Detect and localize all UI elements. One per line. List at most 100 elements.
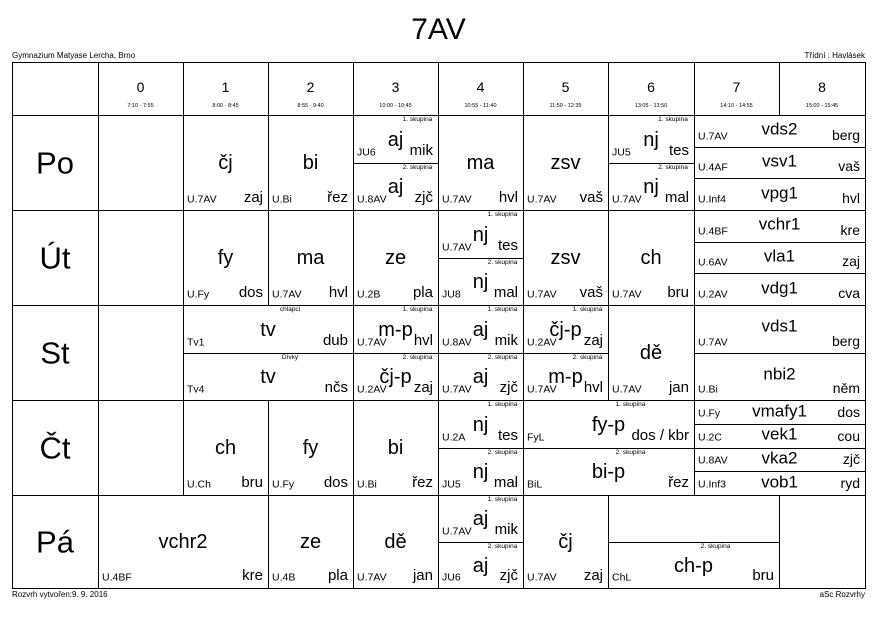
lesson-teacher: dos (238, 284, 263, 301)
lesson-teacher: bru (667, 284, 689, 301)
period-number: 0 (136, 79, 145, 95)
grid-line (12, 210, 866, 211)
grid-line (694, 400, 695, 496)
lesson-teacher: jan (412, 567, 433, 584)
period-time: 11:50 - 12:35 (549, 103, 582, 109)
lesson-subject: ch (214, 436, 237, 459)
lesson-room: U.7AV (442, 383, 472, 396)
lesson-subject: aj (387, 128, 404, 151)
lesson-subject: ma (296, 246, 325, 269)
lesson-teacher: zaj (583, 567, 603, 584)
lesson-group-label: 1. skupina (487, 401, 518, 408)
lesson-subject: vsv1 (762, 151, 797, 171)
grid-line (12, 62, 13, 589)
grid-line (523, 62, 524, 115)
lesson-subject: čj-p (549, 318, 582, 341)
lesson-room: JU8 (442, 288, 461, 301)
lesson-room: U.7AV (187, 193, 217, 206)
period-number: 6 (647, 79, 655, 95)
grid-line (694, 423, 865, 425)
grid-line (353, 162, 438, 164)
lesson-subject: zsv (550, 151, 581, 174)
lesson-subject: fy (302, 436, 319, 459)
generator-name: aSc Rozvrhy (819, 590, 865, 599)
grid-line (523, 115, 524, 211)
lesson-teacher: dos (837, 403, 860, 420)
grid-line (779, 495, 780, 588)
lesson-teacher: dos (323, 474, 348, 491)
lesson-teacher: tes (497, 426, 518, 444)
lesson-group-label: 2. skupina (487, 353, 518, 361)
grid-line (694, 146, 865, 148)
lesson-group-label: 1. skupina (658, 116, 688, 123)
lesson-teacher: zjč (414, 189, 433, 206)
lesson-group-label: 2. skupina (572, 353, 603, 361)
grid-line (12, 115, 866, 116)
lesson-group-label: 1. skupina (572, 306, 603, 313)
grid-line (608, 210, 609, 306)
grid-line (438, 257, 523, 259)
lesson-teacher: řez (412, 474, 433, 491)
lesson-subject: vdg1 (761, 278, 798, 298)
period-number: 7 (732, 79, 741, 95)
grid-line (608, 62, 609, 115)
lesson-room: U.2AV (357, 383, 387, 396)
period-time: 15:00 - 15:45 (805, 103, 839, 109)
grid-line (438, 541, 523, 543)
lesson-teacher: ryd (840, 475, 860, 491)
grid-line (694, 273, 865, 275)
lesson-subject: bi (302, 151, 319, 174)
grid-line (98, 62, 99, 115)
lesson-teacher: kre (242, 567, 263, 584)
lesson-room: U.4B (272, 571, 296, 584)
grid-line (12, 495, 866, 496)
lesson-teacher: mal (493, 284, 518, 301)
lesson-teacher: pla (412, 284, 433, 301)
lesson-room: Tv4 (187, 383, 205, 396)
lesson-subject: aj (472, 508, 489, 531)
lesson-teacher: mik (494, 520, 518, 538)
grid-line (183, 62, 184, 115)
lesson-room: U.7AV (357, 336, 387, 348)
lesson-subject: aj (387, 176, 404, 199)
lesson-subject: nbi2 (763, 364, 796, 384)
lesson-teacher: něm (832, 380, 860, 396)
lesson-room: U.8AV (698, 454, 728, 467)
lesson-subject: zsv (550, 246, 581, 269)
grid-line (98, 495, 99, 589)
lesson-room: U.4AF (698, 161, 728, 174)
lesson-room: U.7AV (272, 288, 302, 301)
lesson-subject: bi (387, 436, 404, 459)
grid-line (353, 400, 354, 496)
lesson-room: U.Inf3 (698, 478, 727, 491)
lesson-room: JU6 (357, 146, 376, 158)
lesson-teacher: tes (497, 236, 518, 254)
lesson-group-label: 2. skupina (658, 163, 688, 171)
lesson-group-label: Dívky (281, 353, 299, 361)
day-label: Út (39, 240, 71, 275)
lesson-group-label: 1. skupina (487, 496, 518, 503)
lesson-subject: nj (472, 461, 489, 484)
lesson-subject: ch-p (674, 554, 713, 577)
lesson-teacher: mal (493, 474, 518, 491)
lesson-subject: bi-p (591, 461, 626, 484)
grid-line (353, 62, 354, 115)
grid-line (694, 352, 865, 354)
period-time: 7:10 - 7:55 (127, 103, 154, 109)
lesson-subject: m-p (378, 318, 413, 341)
lesson-teacher: dub (322, 331, 348, 349)
lesson-teacher: pla (327, 567, 348, 584)
lesson-subject: ze (299, 530, 322, 553)
lesson-group-label: 2. skupina (402, 353, 433, 361)
lesson-subject: ma (466, 151, 495, 174)
grid-line (268, 495, 269, 589)
lesson-teacher: mal (664, 189, 689, 206)
grid-line (268, 115, 269, 211)
lesson-room: U.Bi (272, 193, 292, 206)
grid-line (183, 115, 184, 211)
lesson-room: U.Inf4 (698, 193, 727, 206)
lesson-teacher: zaj (842, 253, 860, 270)
lesson-subject: vds1 (761, 316, 798, 336)
lesson-teacher: vaš (838, 158, 860, 175)
